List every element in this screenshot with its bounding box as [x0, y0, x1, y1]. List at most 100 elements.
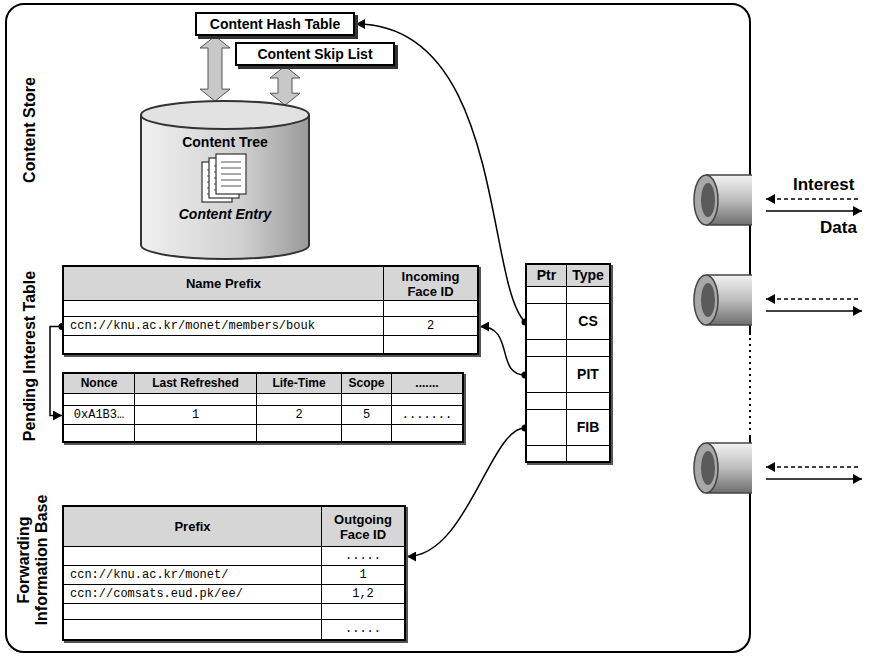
cylinder-caption: Content Entry [140, 206, 310, 223]
cell-value: 5 [344, 408, 389, 423]
header-cell: ....... [392, 374, 462, 394]
cell-value: ..... [328, 549, 398, 564]
cell-value: 0xA1B3… [66, 408, 132, 423]
table-cell: 1 [322, 566, 404, 585]
face-interface [694, 443, 752, 493]
table-cell [64, 301, 384, 317]
table-cell: 2 [384, 317, 477, 336]
header-cell: Scope [342, 374, 392, 394]
section-label: Content Store [21, 30, 39, 230]
table-cell: 5 [342, 406, 392, 425]
table-cell: 1 [135, 406, 257, 425]
data-arrow [766, 210, 862, 212]
cell-value: ....... [394, 408, 460, 423]
table-cell [567, 340, 609, 357]
column-header: Incoming Face ID [390, 269, 471, 299]
table-cell [527, 357, 567, 393]
table-cell [527, 287, 567, 304]
header-cell: Name Prefix [64, 267, 384, 301]
cell-value: 1 [328, 568, 398, 583]
data-table: Name Prefix Incoming Face ID ccn://knu.ac.… [62, 265, 479, 355]
face-edge [706, 492, 752, 494]
interest-arrow [766, 198, 858, 200]
cell-value: ccn://comsats.eud.pk/ee/ [70, 587, 315, 602]
box-label: Content Skip List [257, 46, 372, 62]
table-cell: ..... [322, 620, 404, 639]
face-edge [706, 274, 752, 276]
signal-label: Data [820, 218, 857, 238]
table-cell [384, 336, 477, 353]
face-interface [694, 175, 752, 225]
column-header: ....... [394, 376, 460, 391]
table-cell: ....... [392, 406, 462, 425]
cell-value: 2 [390, 319, 471, 334]
table-cell [567, 393, 609, 410]
header-cell: Ptr [527, 265, 567, 287]
table-cell: ..... [322, 547, 404, 566]
column-header: Name Prefix [70, 276, 377, 291]
table-cell: PIT [567, 357, 609, 393]
document-line [221, 162, 241, 163]
table-cell [392, 425, 462, 441]
header-cell: Incoming Face ID [384, 267, 477, 301]
index-box: Content Hash Table [195, 12, 355, 36]
cell-value: PIT [569, 367, 607, 382]
cell-value: FIB [569, 420, 607, 435]
column-header: Outgoing Face ID [328, 512, 398, 542]
index-box: Content Skip List [235, 42, 395, 66]
table-cell [64, 425, 135, 441]
connector-line [480, 327, 525, 376]
column-header: Life-Time [259, 376, 339, 391]
block-arrow [200, 36, 230, 101]
table-cell [384, 301, 477, 317]
column-header: Prefix [70, 519, 315, 534]
face-edge [706, 324, 752, 326]
table-cell [322, 604, 404, 620]
header-cell: Last Refreshed [135, 374, 257, 394]
table-cell [527, 340, 567, 357]
pointer-connector [480, 327, 529, 379]
table-cell [567, 446, 609, 461]
column-header: Ptr [529, 268, 564, 283]
interest-arrow [766, 466, 858, 468]
connector-line [50, 327, 62, 416]
data-table: PtrTypeCSPITFIB [525, 263, 611, 463]
table-cell [342, 394, 392, 406]
table-cell [257, 394, 342, 406]
face-interface [694, 275, 752, 325]
cell-value: 2 [259, 408, 339, 423]
signal-label: Interest [793, 175, 854, 195]
cell-value: 1 [137, 408, 254, 423]
cell-value: 1,2 [328, 587, 398, 602]
cylinder-art [140, 100, 310, 260]
table-cell [64, 547, 322, 566]
cell-value: ccn://knu.ac.kr/monet/members/bouk [70, 319, 377, 334]
data-table: Prefix Outgoing Face ID..... ccn://knu.ac.… [62, 505, 406, 641]
face-hole [701, 451, 715, 485]
table-cell [567, 287, 609, 304]
column-header: Scope [344, 376, 389, 391]
header-cell: Nonce [64, 374, 135, 394]
face-hole [701, 183, 715, 217]
face-hole [701, 283, 715, 317]
table-cell [135, 425, 257, 441]
header-cell: Prefix [64, 507, 322, 547]
cell-value: ccn://knu.ac.kr/monet/ [70, 568, 315, 583]
table-cell [527, 446, 567, 461]
table-cell [392, 394, 462, 406]
header-cell: Life-Time [257, 374, 342, 394]
column-header: Nonce [66, 376, 132, 391]
table-cell [527, 304, 567, 340]
cylinder-title: Content Tree [140, 134, 310, 151]
block-arrow [270, 66, 300, 105]
cylinder-body [141, 115, 309, 259]
storage-cylinder: Content TreeContent Entry [140, 100, 310, 260]
table-cell [342, 425, 392, 441]
table-cell: 2 [257, 406, 342, 425]
header-cell: Type [567, 265, 609, 287]
document-line [221, 180, 241, 181]
box-label: Content Hash Table [210, 16, 340, 32]
header-cell: Outgoing Face ID [322, 507, 404, 547]
cell-value: ..... [328, 622, 398, 637]
document-line [221, 168, 241, 169]
